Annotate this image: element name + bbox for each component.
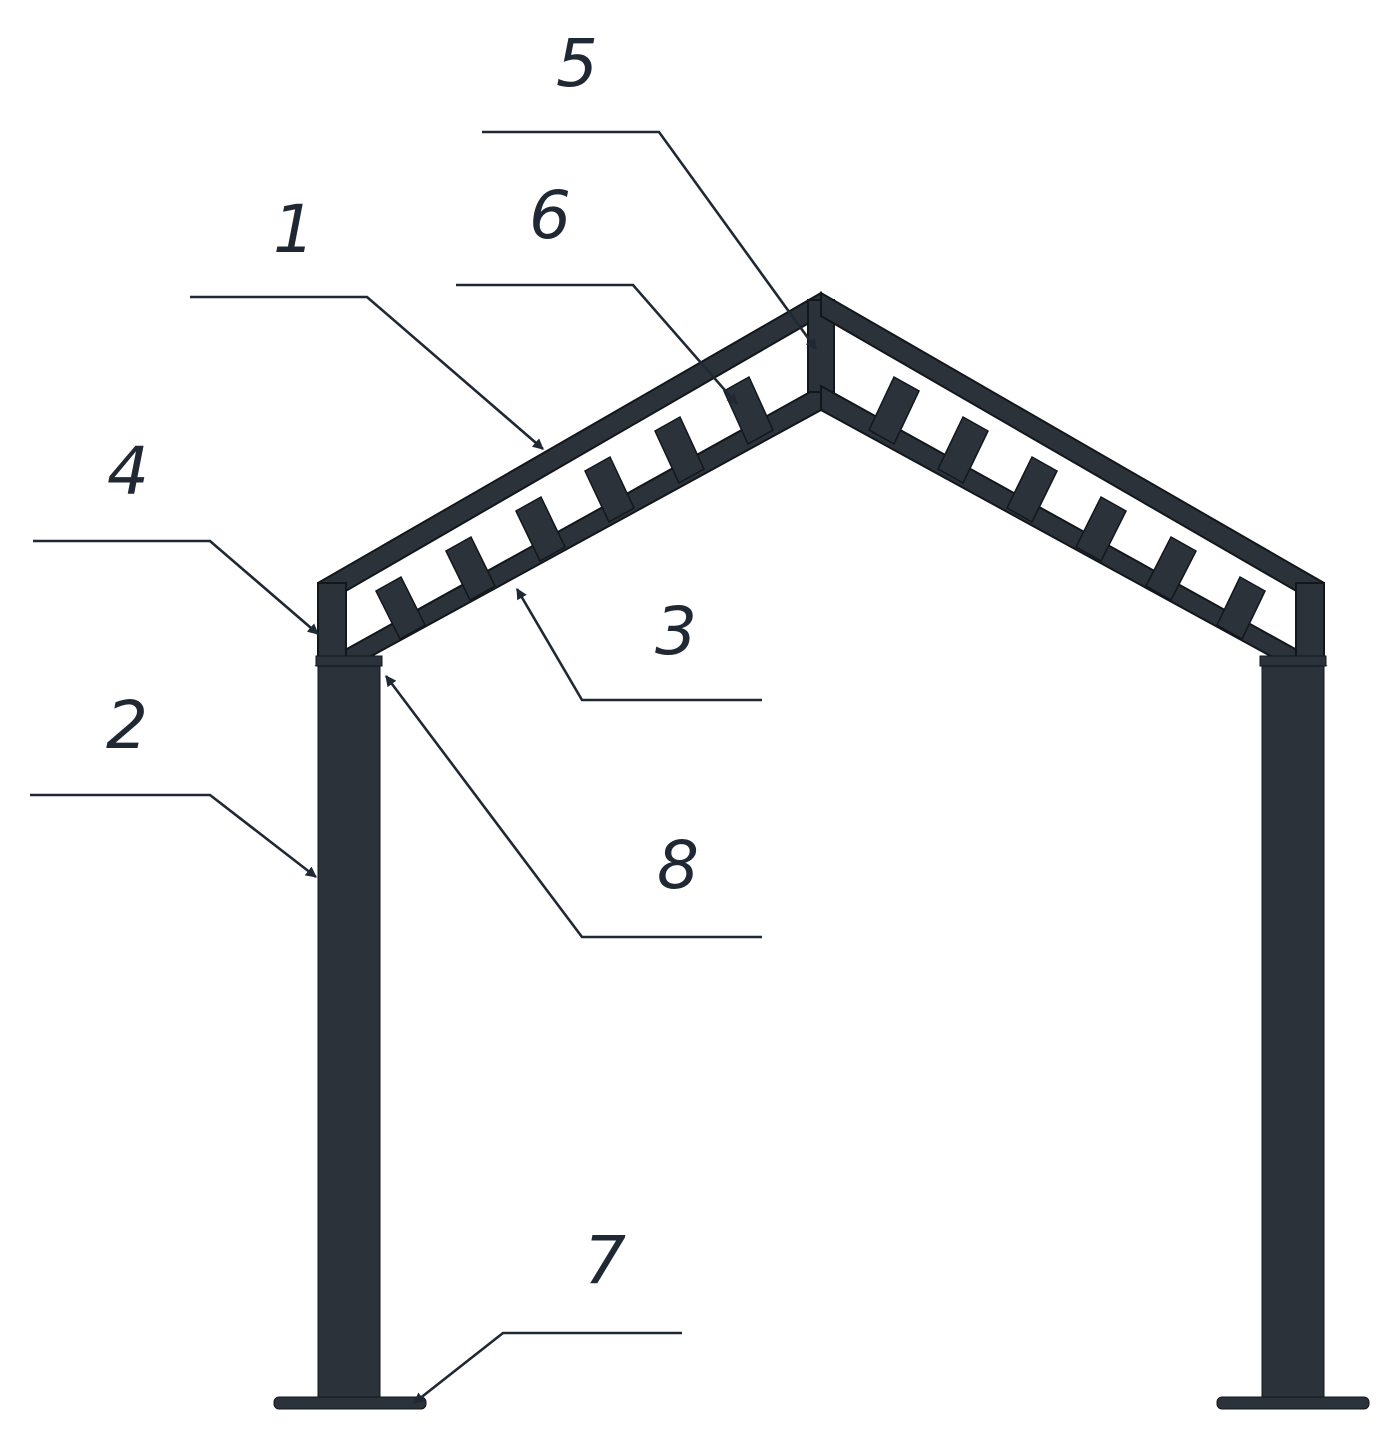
web-strut <box>1216 575 1266 641</box>
callout-6: 6 <box>456 177 738 405</box>
leader-line-1 <box>190 295 544 450</box>
web-strut <box>1006 455 1058 524</box>
leader-line-8 <box>384 675 762 939</box>
callout-label-6: 6 <box>529 177 571 254</box>
leader-line-6 <box>456 283 738 405</box>
left-cap-plate <box>315 655 383 667</box>
callout-7: 7 <box>413 1222 682 1405</box>
left-base-plate <box>273 1396 427 1410</box>
web-strut <box>654 415 705 485</box>
right-column <box>1261 664 1325 1398</box>
web-strut <box>584 455 635 524</box>
web-strut <box>515 495 566 563</box>
right-base-plate <box>1216 1396 1370 1410</box>
right-cap-plate <box>1259 655 1327 667</box>
web-strut <box>375 575 426 641</box>
steel-frame <box>273 291 1370 1410</box>
web-strut <box>723 375 774 446</box>
web-strut <box>937 415 989 485</box>
callout-2: 2 <box>30 687 317 879</box>
callout-3: 3 <box>515 588 762 702</box>
leader-line-3 <box>515 588 762 702</box>
leader-line-2 <box>30 793 317 879</box>
left-end-post <box>317 582 347 667</box>
callout-label-5: 5 <box>556 25 598 102</box>
callout-label-7: 7 <box>584 1222 626 1299</box>
web-strut <box>1075 495 1127 563</box>
leader-line-5 <box>482 130 818 350</box>
web-strut <box>868 375 920 446</box>
callout-5: 5 <box>482 25 818 350</box>
web-strut <box>1145 535 1197 602</box>
callout-8: 8 <box>384 675 762 939</box>
callout-label-3: 3 <box>655 593 697 670</box>
callout-1: 1 <box>190 191 544 450</box>
web-strut <box>445 535 496 602</box>
callout-label-2: 2 <box>106 687 148 764</box>
leader-line-7 <box>413 1331 682 1405</box>
left-web-struts <box>375 375 774 641</box>
callout-label-4: 4 <box>107 433 149 510</box>
callout-label-8: 8 <box>657 827 699 904</box>
right-end-post <box>1295 582 1325 667</box>
callout-4: 4 <box>33 433 319 635</box>
leader-line-4 <box>33 539 319 635</box>
right-web-struts <box>868 375 1266 641</box>
callout-label-1: 1 <box>273 191 315 268</box>
left-column <box>317 664 381 1398</box>
callouts: 1 2 3 4 5 6 7 <box>30 25 818 1405</box>
